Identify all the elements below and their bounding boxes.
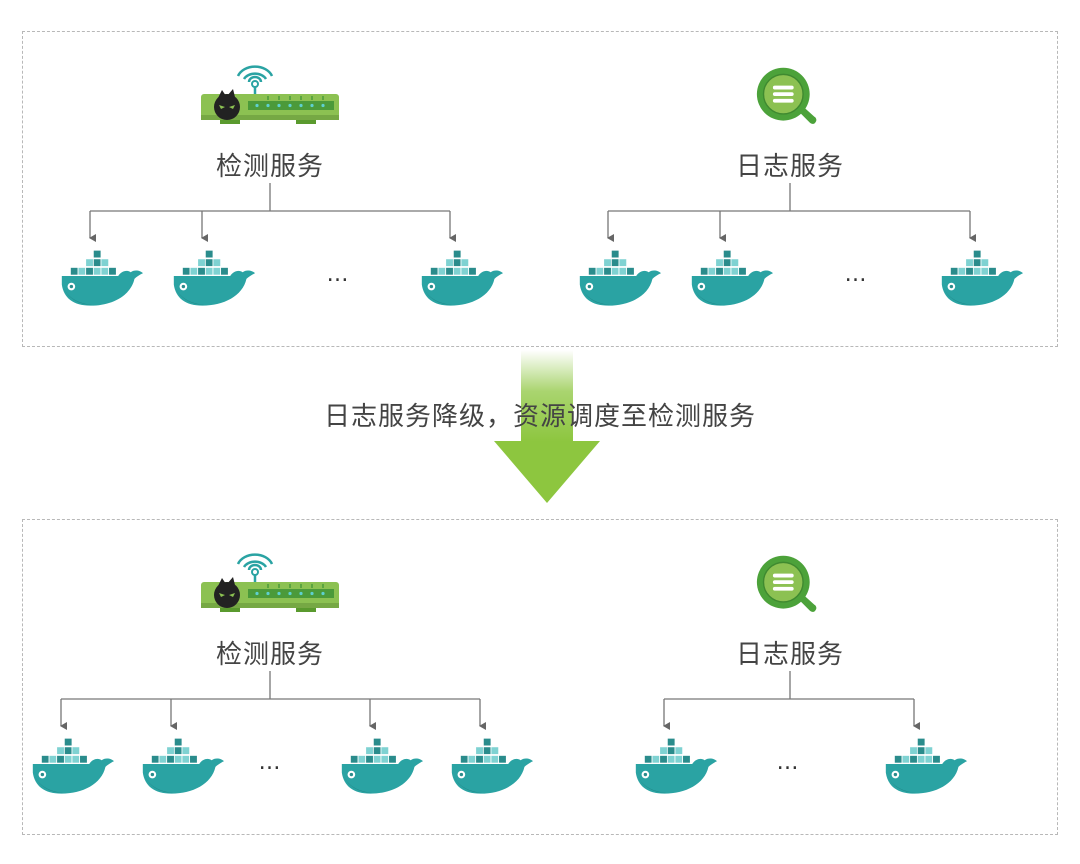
after-logging-connector: [663, 671, 920, 730]
after-detection-ellipsis: …: [258, 750, 282, 775]
after-detection-label: 检测服务: [215, 640, 325, 670]
before-logging-ellipsis: …: [844, 262, 868, 287]
transition-caption: 日志服务降级，资源调度至检测服务: [323, 402, 756, 432]
before-logging-connector: [607, 183, 976, 242]
docker-container-icon: [885, 737, 968, 795]
log-magnifier-icon: [756, 67, 818, 125]
before-detection-label: 检测服务: [215, 152, 325, 182]
after-detection-connector: [60, 671, 486, 730]
before-detection-ellipsis: …: [326, 262, 350, 287]
docker-container-icon: [579, 249, 662, 307]
before-panel: [22, 31, 1058, 347]
docker-container-icon: [32, 737, 115, 795]
docker-container-icon: [173, 249, 256, 307]
docker-container-icon: [691, 249, 774, 307]
docker-container-icon: [451, 737, 534, 795]
docker-container-icon: [341, 737, 424, 795]
docker-container-icon: [635, 737, 718, 795]
router-icon: [200, 553, 340, 614]
downgrade-arrow-icon: [494, 350, 600, 503]
docker-container-icon: [142, 737, 225, 795]
after-logging-ellipsis: …: [776, 750, 800, 775]
log-magnifier-icon: [756, 555, 818, 613]
before-detection-connector: [89, 183, 456, 242]
docker-container-icon: [61, 249, 144, 307]
before-logging-label: 日志服务: [735, 152, 845, 182]
docker-container-icon: [941, 249, 1024, 307]
after-panel: [22, 519, 1058, 835]
router-icon: [200, 65, 340, 126]
docker-container-icon: [421, 249, 504, 307]
after-logging-label: 日志服务: [735, 640, 845, 670]
